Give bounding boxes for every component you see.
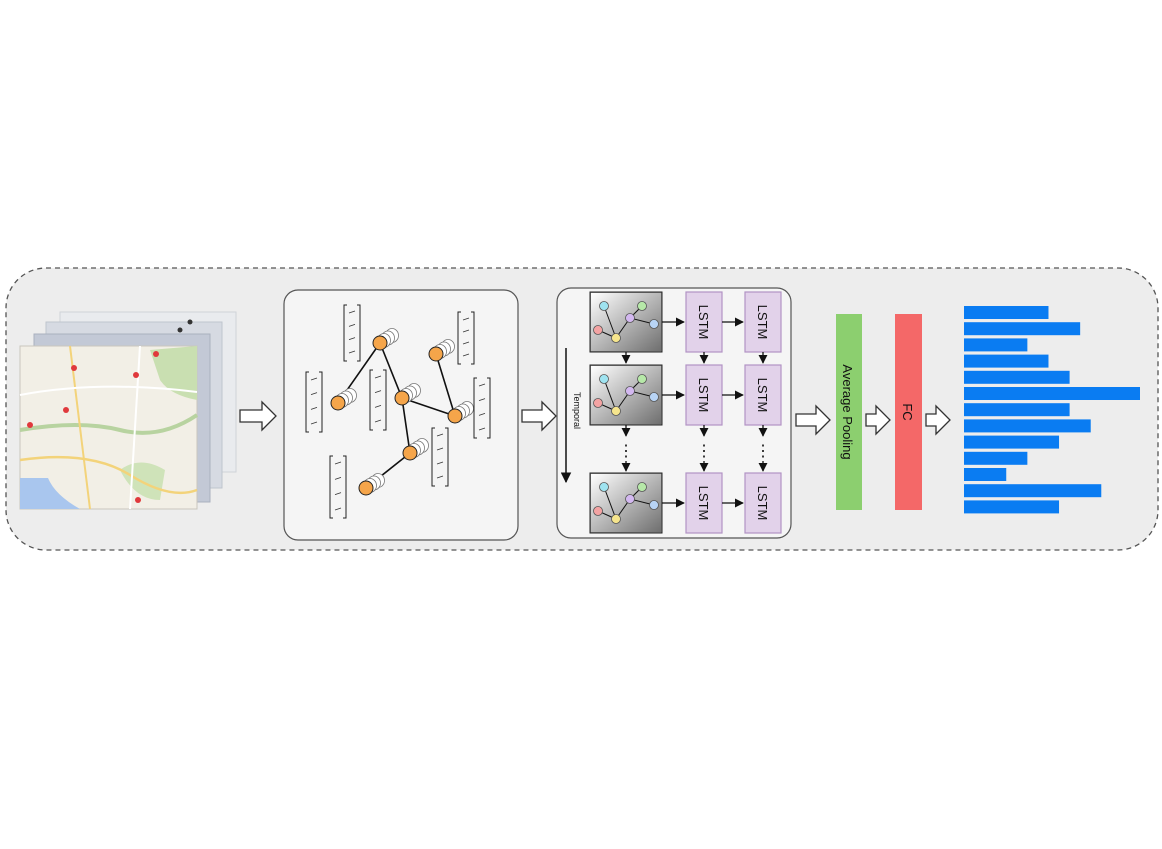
output-bar	[964, 306, 1049, 319]
feature-vector	[329, 455, 347, 519]
output-bar	[964, 484, 1102, 498]
map-road-4	[19, 385, 198, 396]
graph-node	[447, 401, 474, 424]
output-bar	[964, 419, 1091, 433]
lstm-cell: LSTM	[685, 291, 723, 353]
graph-node	[428, 339, 455, 362]
graph-node	[358, 473, 385, 496]
average-pooling-block	[836, 314, 862, 510]
flow-arrow-5	[925, 404, 951, 436]
map-stack	[19, 311, 237, 510]
temporal-row: LSTM LSTM	[589, 472, 782, 534]
lstm-cell: LSTM	[744, 291, 782, 353]
svg-text:LSTM: LSTM	[696, 305, 711, 340]
feature-vector	[431, 427, 449, 487]
output-bars	[964, 306, 1140, 514]
output-bar	[964, 354, 1049, 368]
lstm-cell: LSTM	[685, 472, 723, 534]
svg-text:LSTM: LSTM	[696, 378, 711, 413]
temporal-axis-label: Temporal	[572, 392, 582, 429]
feature-vector	[343, 304, 361, 362]
output-bar	[964, 468, 1007, 481]
svg-text:LSTM: LSTM	[755, 486, 770, 521]
map-pin-icon	[27, 319, 193, 503]
fc-label: FC	[900, 403, 915, 420]
average-pooling-label: Average Pooling	[840, 364, 855, 459]
graph-node	[394, 383, 421, 406]
map-road	[19, 413, 199, 435]
temporal-row: LSTM LSTM	[589, 291, 782, 353]
lstm-cell: LSTM	[744, 472, 782, 534]
svg-text:LSTM: LSTM	[755, 305, 770, 340]
lstm-cell: LSTM	[744, 364, 782, 426]
graph-node	[402, 438, 429, 461]
flow-arrow-3	[795, 404, 831, 436]
output-bar	[964, 322, 1081, 336]
temporal-row: LSTM LSTM	[589, 364, 782, 426]
output-bar	[964, 370, 1070, 384]
flow-arrow-1	[239, 400, 277, 432]
flow-arrow-2	[521, 400, 557, 432]
graph-feature-vectors	[305, 304, 491, 519]
map-road-3	[69, 345, 91, 510]
map-layer-1	[19, 319, 199, 510]
output-bar	[964, 387, 1140, 400]
graph-node	[330, 388, 357, 411]
graph-box	[283, 289, 519, 541]
svg-text:LSTM: LSTM	[755, 378, 770, 413]
feature-vector	[457, 311, 475, 365]
feature-vector	[473, 377, 491, 439]
graph-node	[372, 328, 399, 351]
temporal-rows: LSTM LSTM LSTM LSTM LSTM LSTM ⋮ ⋮ ⋮	[589, 291, 782, 534]
fc-block	[895, 314, 922, 510]
output-bar	[964, 403, 1070, 417]
map-green-area	[150, 346, 197, 400]
output-bar	[964, 435, 1060, 449]
flow-arrow-4	[865, 404, 891, 436]
feature-vector	[369, 369, 387, 431]
output-bar	[964, 338, 1028, 352]
graph-snapshot	[589, 472, 663, 534]
svg-text:LSTM: LSTM	[696, 486, 711, 521]
graph-nodes	[330, 328, 474, 496]
ellipsis: ⋮	[755, 443, 771, 460]
feature-vector	[305, 371, 323, 433]
output-bar	[964, 451, 1028, 465]
ellipsis: ⋮	[696, 443, 712, 460]
map-road-2	[19, 455, 198, 495]
graph-snapshot	[589, 364, 663, 426]
graph-snapshot	[589, 291, 663, 353]
map-water	[20, 478, 80, 509]
lstm-cell: LSTM	[685, 364, 723, 426]
output-bar	[964, 500, 1060, 514]
ellipsis: ⋮	[618, 443, 634, 460]
